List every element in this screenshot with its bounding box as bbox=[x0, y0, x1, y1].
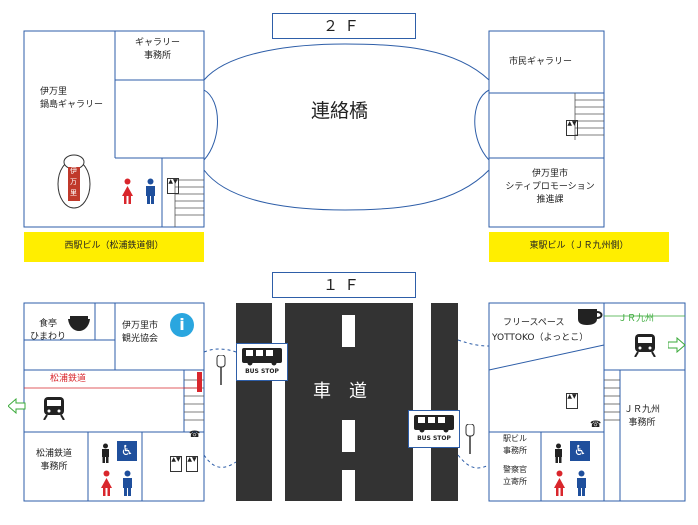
toilet-female-icon bbox=[553, 470, 566, 496]
train-icon bbox=[633, 333, 657, 357]
restaurant-label: 食亭 ひまわり bbox=[30, 319, 67, 342]
red-marker bbox=[197, 372, 202, 392]
free-space-label: フリースペース bbox=[503, 318, 565, 328]
elevator-icon: ▲▼ bbox=[566, 120, 578, 136]
toilet-male-icon bbox=[575, 470, 588, 496]
walk-path bbox=[203, 339, 490, 469]
city-promo-label: 伊万里市 シティプロモーション 推進課 bbox=[505, 169, 595, 205]
stairs-icon bbox=[604, 379, 620, 421]
toilet-male-icon bbox=[100, 443, 111, 463]
gallery-office-label: ギャラリー 事務所 bbox=[135, 38, 181, 61]
floor-1f-label: １Ｆ bbox=[272, 272, 416, 298]
bridge-label: 連絡橋 bbox=[311, 100, 369, 122]
east-building-label: 東駅ビル（ＪＲ九州側） bbox=[489, 232, 669, 262]
floor-2f-label: ２Ｆ bbox=[272, 13, 416, 39]
toilet-male-icon bbox=[144, 178, 157, 204]
citizen-gallery-label: 市民ギャラリー bbox=[509, 57, 573, 67]
rice-bowl-icon bbox=[67, 313, 91, 333]
bus-stop-label: BUS STOP bbox=[245, 368, 279, 375]
toilet-female-icon bbox=[100, 470, 113, 496]
toilet-female-icon bbox=[121, 178, 134, 204]
road bbox=[236, 303, 458, 501]
yottoko-label: YOTTOKO（よっとこ） bbox=[492, 333, 589, 343]
elevator-icon: ▲▼ bbox=[566, 393, 578, 409]
info-icon: i bbox=[170, 313, 194, 337]
phone-icon: ☎ bbox=[590, 420, 602, 430]
east-building-1f-outline bbox=[488, 302, 686, 502]
elevator-icon: ▲▼ bbox=[186, 456, 198, 472]
west-building-label: 西駅ビル（松浦鉄道側） bbox=[24, 232, 204, 262]
arrow-icon bbox=[668, 337, 686, 353]
jr-kyushu-label: ＪＲ九州 bbox=[618, 314, 655, 324]
imari-gallery-label: 伊万里 鍋島ギャラリー bbox=[40, 87, 104, 110]
phone-icon: ☎ bbox=[189, 430, 201, 440]
station-office-label: 駅ビル 事務所 bbox=[503, 434, 527, 455]
matsuura-office-label: 松浦鉄道 事務所 bbox=[36, 449, 73, 472]
bus-icon: BUS STOP bbox=[236, 343, 288, 381]
bus-stop-sign-icon bbox=[465, 424, 475, 454]
bus-stop-sign-icon bbox=[216, 355, 226, 385]
coffee-icon bbox=[575, 305, 605, 327]
toilet-male-icon bbox=[121, 470, 134, 496]
stairs-icon bbox=[174, 179, 204, 227]
bridge-outline bbox=[203, 43, 490, 211]
matsuura-line-label: 松浦鉄道 bbox=[50, 374, 87, 384]
east-building-2f-outline bbox=[488, 30, 605, 228]
mascot-figure-icon: 伊 万 里 bbox=[54, 152, 94, 210]
tourism-label: 伊万里市 観光協会 bbox=[122, 321, 159, 344]
bus-icon: BUS STOP bbox=[408, 410, 460, 448]
wheelchair-icon: ♿ bbox=[117, 441, 137, 461]
train-icon bbox=[42, 396, 66, 420]
road-label: 車 道 bbox=[313, 381, 367, 402]
stairs-icon bbox=[574, 93, 604, 140]
toilet-male-icon bbox=[553, 443, 564, 463]
wheelchair-icon: ♿ bbox=[570, 441, 590, 461]
elevator-icon: ▲▼ bbox=[167, 178, 179, 194]
jr-office-label: ＪＲ九州 事務所 bbox=[624, 405, 661, 428]
west-building-1f-outline bbox=[23, 302, 205, 502]
police-label: 警察官 立寄所 bbox=[503, 465, 527, 486]
elevator-icon: ▲▼ bbox=[170, 456, 182, 472]
mascot-text: 伊 万 里 bbox=[70, 167, 77, 197]
arrow-icon bbox=[8, 398, 26, 414]
bus-stop-label: BUS STOP bbox=[417, 435, 451, 442]
